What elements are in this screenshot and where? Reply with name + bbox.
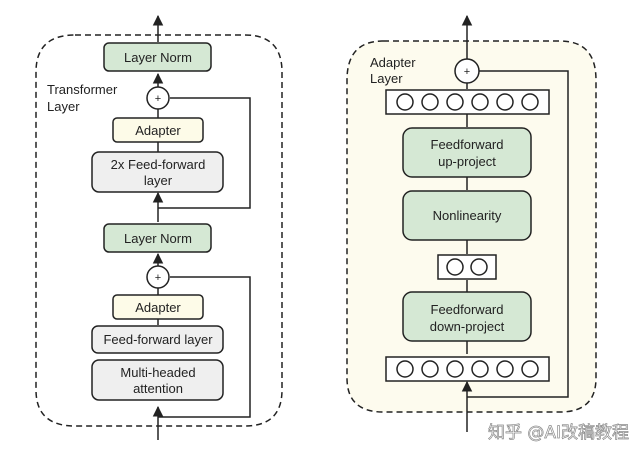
feedforward-up-project-box: Feedforward up-project xyxy=(402,127,532,178)
adapter-skip-connection xyxy=(467,70,569,398)
svg-text:attention: attention xyxy=(133,381,183,396)
feed-forward-2x-box: 2x Feed-forward layer xyxy=(91,151,224,193)
neuron-circle xyxy=(470,258,488,276)
input-neuron-layer xyxy=(385,356,550,382)
multi-headed-attention-box: Multi-headed attention xyxy=(91,359,224,401)
neuron-circle xyxy=(521,360,539,378)
neuron-circle xyxy=(396,360,414,378)
neuron-circle xyxy=(421,93,439,111)
svg-text:Feedforward: Feedforward xyxy=(431,302,504,317)
svg-text:up-project: up-project xyxy=(438,154,496,169)
neuron-circle xyxy=(446,258,464,276)
add-node-bottom: + xyxy=(146,265,170,289)
svg-text:+: + xyxy=(155,272,161,284)
neuron-circle xyxy=(496,360,514,378)
neuron-circle xyxy=(421,360,439,378)
svg-text:Adapter: Adapter xyxy=(135,123,181,138)
svg-text:Multi-headed: Multi-headed xyxy=(120,365,195,380)
neuron-circle xyxy=(396,93,414,111)
layer-norm-mid-box: Layer Norm xyxy=(103,223,212,253)
neuron-circle xyxy=(471,360,489,378)
layer-norm-top-box: Layer Norm xyxy=(103,42,212,72)
transformer-layer-panel: Transformer Layer Layer Norm + Adapter xyxy=(35,14,283,440)
adapter-title-line1: Adapter xyxy=(370,55,416,70)
output-neuron-layer xyxy=(385,89,550,115)
svg-text:Adapter: Adapter xyxy=(135,300,181,315)
svg-text:+: + xyxy=(464,66,470,78)
adapter-layer-panel: Adapter Layer + Feedforward up-project xyxy=(346,14,597,432)
svg-text:Layer Norm: Layer Norm xyxy=(124,50,192,65)
nonlinearity-box: Nonlinearity xyxy=(402,190,532,241)
adapter-add-node: + xyxy=(454,58,480,84)
feedforward-down-project-box: Feedforward down-project xyxy=(402,291,532,342)
svg-text:2x Feed-forward: 2x Feed-forward xyxy=(111,157,206,172)
neuron-circle xyxy=(521,93,539,111)
svg-text:Layer Norm: Layer Norm xyxy=(124,231,192,246)
neuron-circle xyxy=(446,360,464,378)
watermark-text: 知乎 @AI改稿教程 xyxy=(488,423,629,443)
neuron-circle xyxy=(446,93,464,111)
transformer-title-line2: Layer xyxy=(47,99,80,114)
svg-text:Feed-forward layer: Feed-forward layer xyxy=(103,332,213,347)
residual-skip-top xyxy=(158,97,251,209)
feed-forward-box: Feed-forward layer xyxy=(91,325,224,354)
add-node-top: + xyxy=(146,86,170,110)
bottleneck-neuron-layer xyxy=(437,254,497,280)
svg-text:down-project: down-project xyxy=(430,319,505,334)
transformer-title-line1: Transformer xyxy=(47,82,118,97)
adapter-bottom-box: Adapter xyxy=(112,294,204,320)
svg-text:layer: layer xyxy=(144,173,173,188)
svg-text:Nonlinearity: Nonlinearity xyxy=(433,208,502,223)
svg-text:Feedforward: Feedforward xyxy=(431,137,504,152)
adapter-top-box: Adapter xyxy=(112,117,204,143)
residual-skip-bottom xyxy=(158,276,251,418)
neuron-circle xyxy=(471,93,489,111)
svg-text:+: + xyxy=(155,93,161,105)
adapter-title-line2: Layer xyxy=(370,71,403,86)
neuron-circle xyxy=(496,93,514,111)
